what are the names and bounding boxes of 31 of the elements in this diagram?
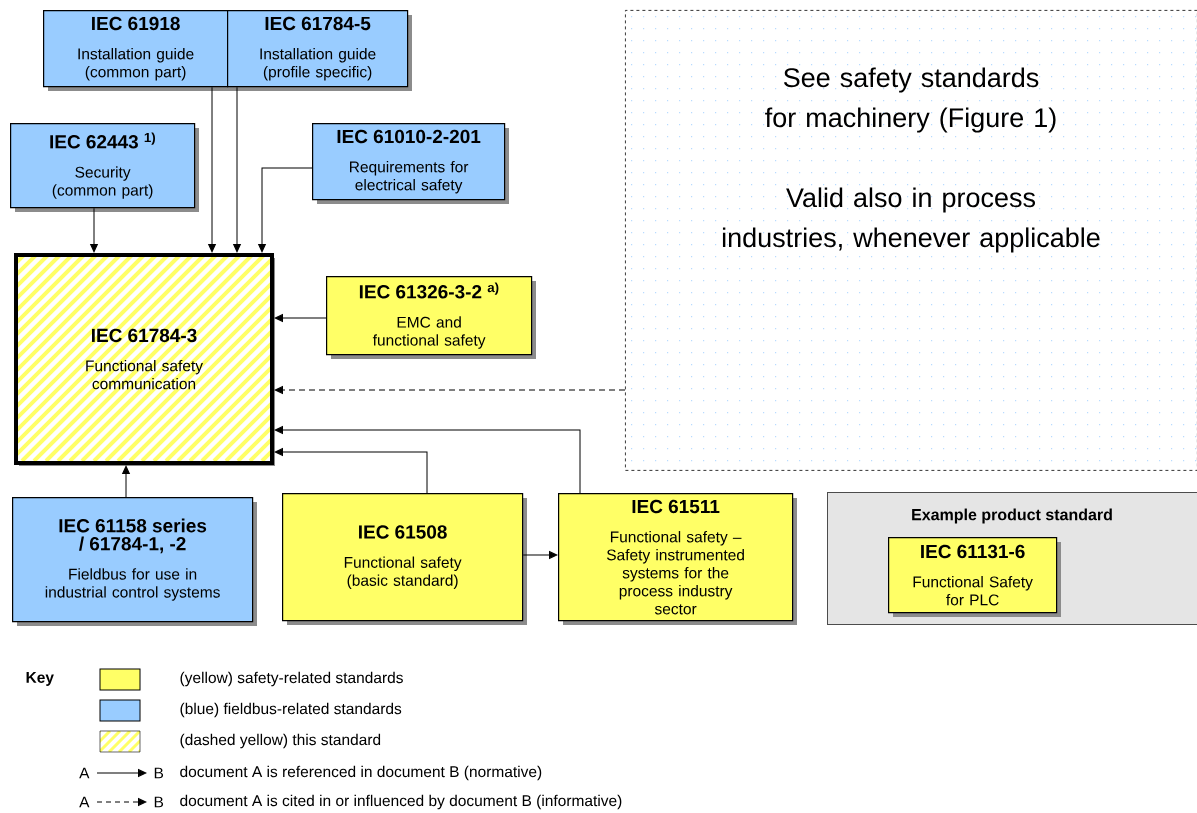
standard-box: IEC 61158 series / 61784-1, -2 Fieldbus for use in industrial control systems — [12, 497, 257, 626]
legend-text: document A is cited in or influenced by document B (informative) — [180, 794, 622, 810]
arrow — [274, 426, 581, 494]
legend-text: (dashed yellow) this standard — [180, 733, 381, 749]
arrow — [90, 207, 98, 253]
standard-box: IEC 61131-6 Functional Safety for PLC — [888, 537, 1061, 617]
legend-letter: B — [154, 796, 164, 808]
arrow — [122, 465, 130, 498]
standard-box: IEC 62443 $^{1)}$ Security (common part) — [10, 123, 199, 212]
arrow — [274, 448, 428, 494]
legend-text: (blue) fieldbus-related standards — [180, 702, 402, 718]
arrow — [274, 314, 327, 322]
arrow — [522, 551, 558, 559]
legend-text: document A is referenced in document B (normative) — [180, 765, 542, 781]
standard-box: IEC 61010-2-201 Requirements for electrical safety — [312, 123, 509, 204]
standard-box: IEC 61784-5 Installation guide (profile specific) — [227, 10, 412, 91]
standard-box: IEC 61918 Installation guide (common part) — [43, 10, 232, 91]
legend-letter: B — [154, 767, 164, 779]
standard-box: IEC 61511 Functional safety – Safety instrumented systems for the process industry sector — [558, 493, 797, 625]
arrow — [208, 86, 216, 253]
key-label: Key — [26, 672, 54, 686]
arrow — [274, 386, 626, 394]
legend-text: (yellow) safety-related standards — [180, 671, 403, 687]
arrow — [258, 167, 313, 253]
dotted-region: See safety standards for machinery (Figure 1) Valid also in process industries, whenever applicable — [625, 10, 1197, 471]
arrow — [233, 86, 241, 253]
standard-box: IEC 61326-3-2 $^{a)}$ EMC and functional safety — [326, 276, 536, 359]
standard-box: IEC 61508 Functional safety (basic standard) — [282, 493, 527, 625]
legend-letter: A — [79, 796, 90, 808]
standard-box: IEC 61784-3 Functional safety communication — [14, 253, 275, 466]
legend-letter: A — [79, 767, 90, 779]
